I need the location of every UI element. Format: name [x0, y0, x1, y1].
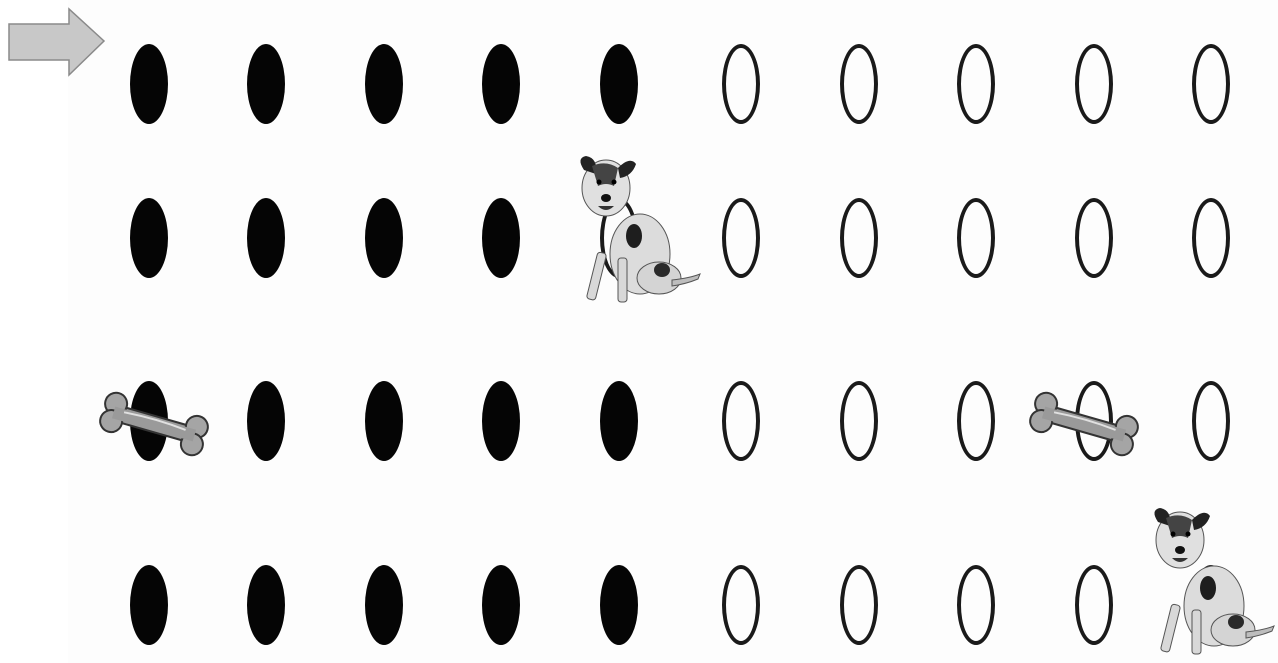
dog-icon	[1146, 504, 1278, 663]
oval-row-1	[0, 44, 1278, 134]
filled-oval	[365, 198, 403, 278]
empty-oval	[1192, 198, 1230, 278]
empty-oval	[1075, 565, 1113, 645]
empty-oval	[840, 565, 878, 645]
filled-oval	[600, 44, 638, 124]
empty-oval	[1075, 44, 1113, 124]
empty-oval	[722, 565, 760, 645]
filled-oval	[130, 565, 168, 645]
empty-oval	[957, 44, 995, 124]
oval-row-4	[0, 565, 1278, 655]
filled-oval	[365, 44, 403, 124]
filled-oval	[247, 44, 285, 124]
filled-oval	[247, 198, 285, 278]
filled-oval	[130, 44, 168, 124]
filled-oval	[247, 565, 285, 645]
empty-oval	[957, 381, 995, 461]
filled-oval	[482, 44, 520, 124]
empty-oval	[722, 44, 760, 124]
dog-icon	[572, 152, 704, 312]
empty-oval	[840, 381, 878, 461]
empty-oval	[722, 381, 760, 461]
empty-oval	[840, 44, 878, 124]
filled-oval	[482, 198, 520, 278]
empty-oval	[1075, 198, 1113, 278]
filled-oval	[365, 381, 403, 461]
filled-oval	[247, 381, 285, 461]
empty-oval	[1192, 381, 1230, 461]
filled-oval	[482, 381, 520, 461]
filled-oval	[365, 565, 403, 645]
filled-oval	[600, 381, 638, 461]
filled-oval	[482, 565, 520, 645]
empty-oval	[840, 198, 878, 278]
empty-oval	[957, 565, 995, 645]
empty-oval	[722, 198, 760, 278]
filled-oval	[600, 565, 638, 645]
bone-icon	[1022, 388, 1146, 460]
empty-oval	[957, 198, 995, 278]
empty-oval	[1192, 44, 1230, 124]
filled-oval	[130, 198, 168, 278]
bone-icon	[92, 388, 216, 460]
